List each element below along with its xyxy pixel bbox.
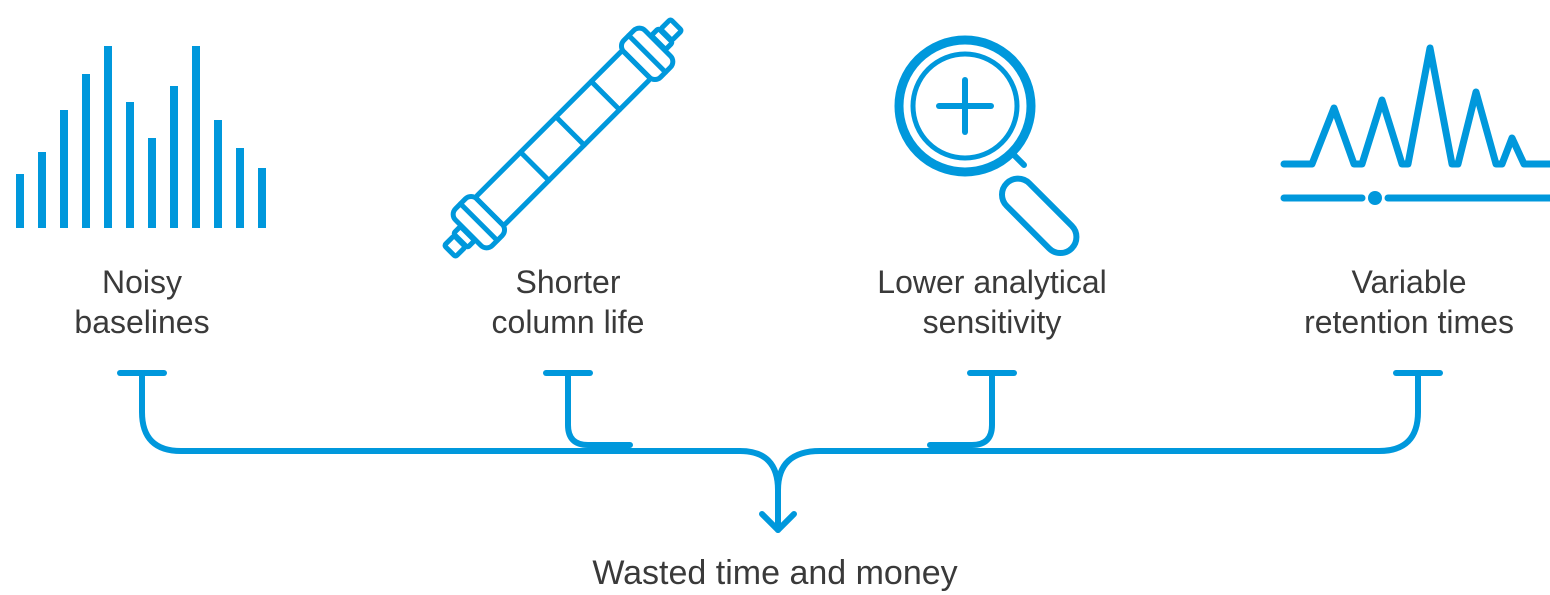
cause-label-noisy-baselines: Noisy baselines <box>42 262 242 342</box>
cause-label-line2: column life <box>491 304 645 340</box>
column-icon <box>442 17 684 259</box>
cause-label-column-life: Shorter column life <box>438 262 698 342</box>
cause-label-line1: Noisy <box>101 264 182 300</box>
retention-marker-icon <box>1368 191 1382 205</box>
noisy-baseline-icon <box>16 46 266 228</box>
chromatogram-peaks-icon <box>1280 44 1550 202</box>
cause-label-line2: baselines <box>74 304 210 340</box>
cause-label-line2: retention times <box>1304 304 1514 340</box>
magnifier-plus-icon <box>894 35 1080 257</box>
cause-label-line2: sensitivity <box>922 304 1062 340</box>
connector-lines <box>117 370 1443 533</box>
cause-label-line1: Variable <box>1351 264 1467 300</box>
cause-label-retention-times: Variable retention times <box>1268 262 1550 342</box>
outcome-label: Wasted time and money <box>592 554 958 592</box>
cause-label-line1: Shorter <box>515 264 621 300</box>
cause-label-sensitivity: Lower analytical sensitivity <box>842 262 1142 342</box>
cause-label-line1: Lower analytical <box>877 264 1107 300</box>
